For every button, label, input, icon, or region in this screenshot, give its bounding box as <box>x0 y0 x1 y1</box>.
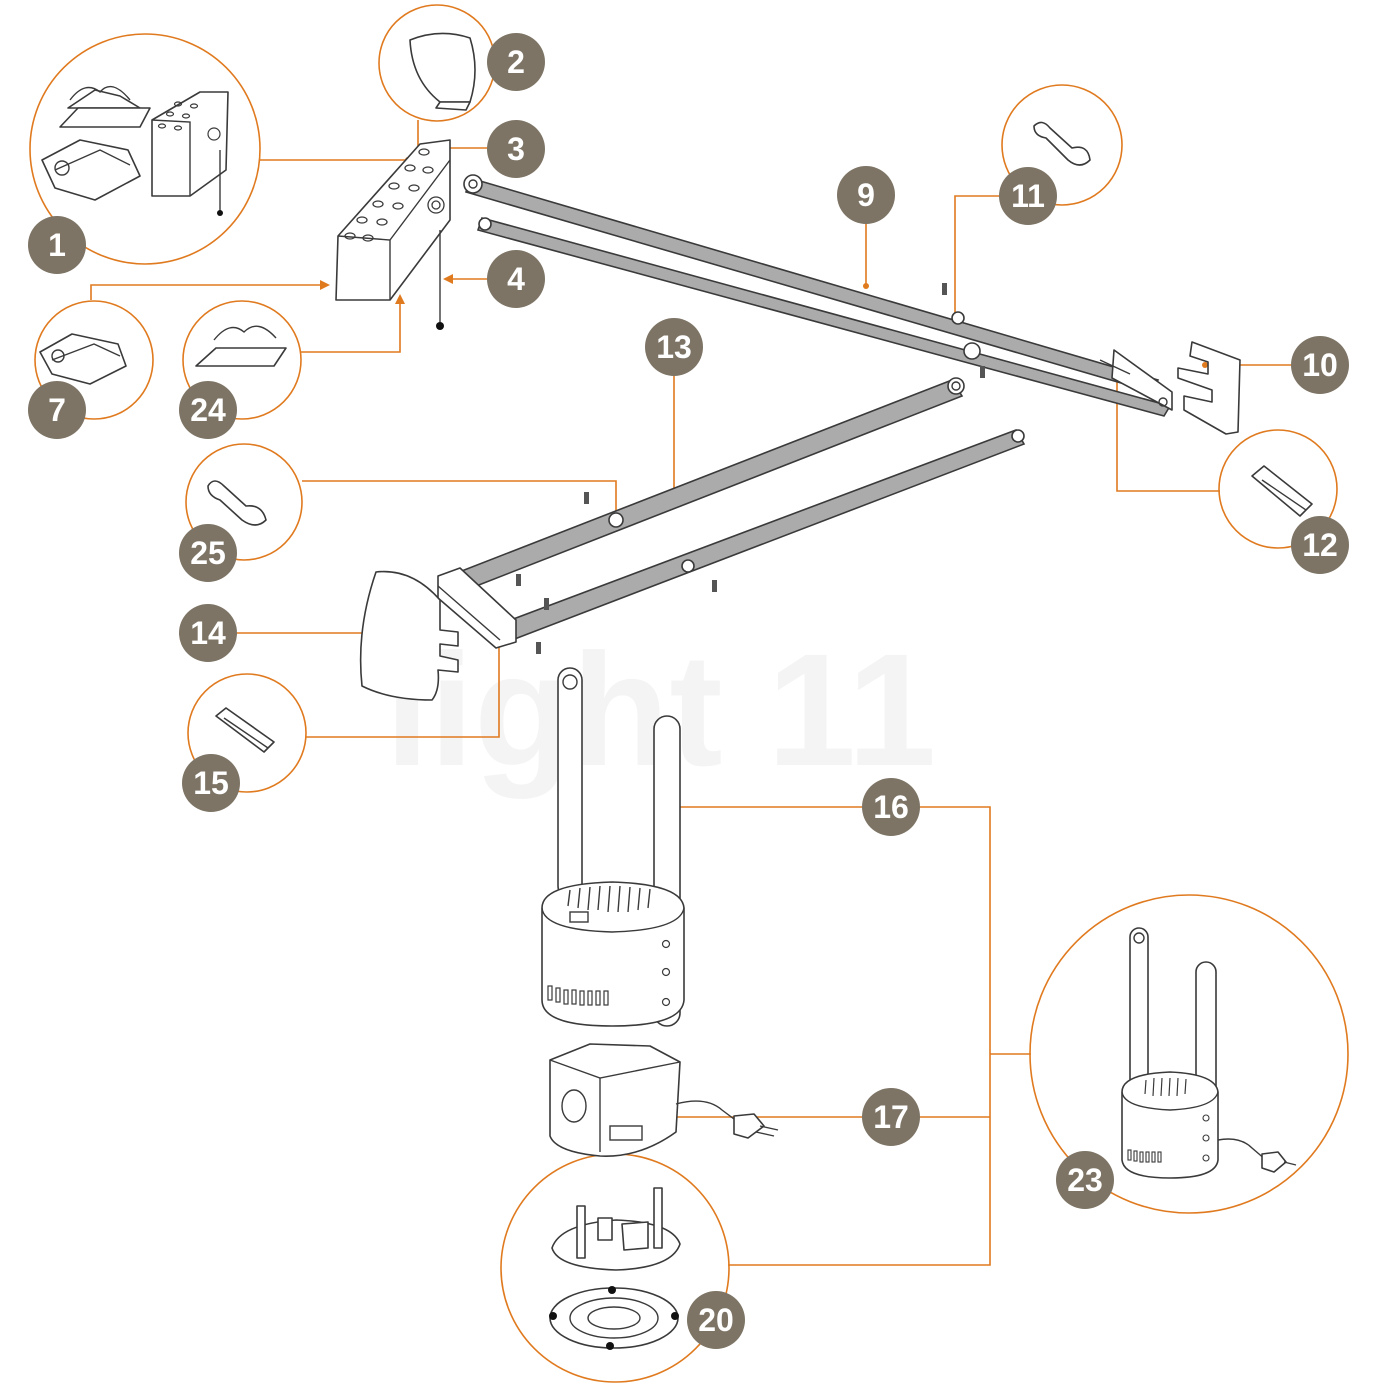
svg-text:15: 15 <box>193 765 229 801</box>
lamp-head-housing <box>335 139 451 330</box>
badge-2: 2 <box>487 33 545 91</box>
badge-13: 13 <box>645 318 703 376</box>
detail-15-clip <box>215 707 275 753</box>
detail-11-connector <box>1033 121 1091 166</box>
part-badges: 1 2 3 4 7 9 10 11 12 13 14 15 16 17 20 2… <box>28 33 1349 1349</box>
detail-1-parts <box>41 85 229 216</box>
svg-text:20: 20 <box>698 1302 734 1338</box>
badge-11: 11 <box>999 167 1057 225</box>
detail-24-glass <box>195 325 287 367</box>
svg-text:17: 17 <box>873 1099 909 1135</box>
svg-text:16: 16 <box>873 789 909 825</box>
badge-16: 16 <box>862 778 920 836</box>
badge-14: 14 <box>179 604 237 662</box>
svg-text:24: 24 <box>190 392 226 428</box>
lamp-base-16 <box>541 667 685 1027</box>
upper-arm-rods <box>463 174 1173 417</box>
svg-text:10: 10 <box>1302 347 1338 383</box>
end-cap-14 <box>359 570 459 701</box>
detail-bubble-24 <box>182 300 302 420</box>
detail-2-cover <box>409 32 476 111</box>
lamp-base-17 <box>549 1043 779 1157</box>
badge-23: 23 <box>1056 1151 1114 1209</box>
svg-text:25: 25 <box>190 535 226 571</box>
detail-bubble-11 <box>1001 84 1123 206</box>
badge-4: 4 <box>487 250 545 308</box>
svg-text:1: 1 <box>48 227 66 263</box>
badge-10: 10 <box>1291 336 1349 394</box>
detail-bubble-15 <box>187 673 307 793</box>
detail-bubble-1 <box>29 33 261 265</box>
badge-9: 9 <box>837 166 895 224</box>
badge-3: 3 <box>487 120 545 178</box>
end-cap-10 <box>1177 341 1241 435</box>
badge-15: 15 <box>182 754 240 812</box>
svg-text:2: 2 <box>507 44 525 80</box>
detail-bubble-7 <box>34 300 154 420</box>
detail-bubble-25 <box>185 443 303 561</box>
badge-7: 7 <box>28 381 86 439</box>
leader-lines <box>90 120 1292 1266</box>
svg-text:3: 3 <box>507 131 525 167</box>
detail-25-connector <box>207 480 267 526</box>
badge-17: 17 <box>862 1088 920 1146</box>
lower-arm-rods <box>437 377 1026 654</box>
svg-text:9: 9 <box>857 177 875 213</box>
svg-text:4: 4 <box>507 261 525 297</box>
svg-text:23: 23 <box>1067 1162 1103 1198</box>
svg-text:14: 14 <box>190 615 226 651</box>
detail-7-bracket <box>39 333 127 385</box>
badge-24: 24 <box>179 381 237 439</box>
badge-12: 12 <box>1291 516 1349 574</box>
svg-text:13: 13 <box>656 329 692 365</box>
detail-12-clip <box>1251 465 1313 517</box>
svg-text:11: 11 <box>1011 178 1045 214</box>
badge-20: 20 <box>687 1291 745 1349</box>
detail-bubble-12 <box>1218 429 1338 549</box>
svg-text:7: 7 <box>48 392 66 428</box>
badge-1: 1 <box>28 216 86 274</box>
badge-25: 25 <box>179 524 237 582</box>
svg-text:12: 12 <box>1302 527 1338 563</box>
detail-23-base-assembly <box>1121 927 1297 1179</box>
detail-20-parts <box>549 1187 681 1350</box>
